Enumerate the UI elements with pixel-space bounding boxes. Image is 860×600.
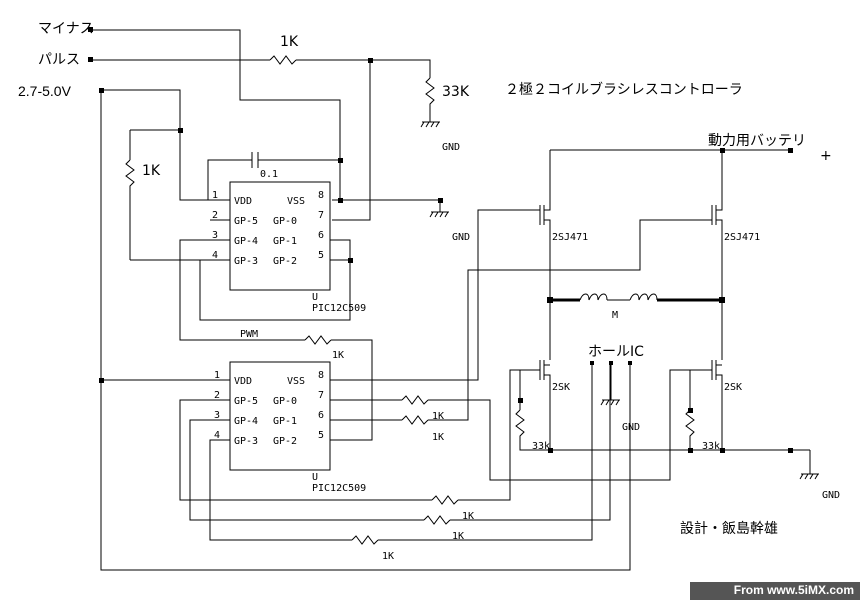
svg-text:GP-4: GP-4 [234,416,258,427]
terminal-pulse: パルス [38,51,93,67]
svg-text:4: 4 [214,430,220,441]
resistor-top-1k [269,55,297,65]
resistor-gate-2 [401,415,429,425]
label-r-fb-2: 1K [452,531,464,542]
label-hall: ホールIC [588,344,644,360]
mosfet-n-right: 2SK [690,350,742,450]
svg-text:GP-3: GP-3 [234,256,258,267]
svg-text:GP-2: GP-2 [273,436,297,447]
svg-text:3: 3 [212,230,218,241]
svg-text:6: 6 [318,410,324,421]
mosfet-n-left: 2SK [530,350,570,450]
label-r-fb-3: 1K [382,551,394,562]
hall-ic: ホールIC GND [588,344,644,433]
label-plus: + [820,148,832,164]
svg-text:GP-2: GP-2 [273,256,297,267]
svg-text:8: 8 [318,190,324,201]
label-gnd-mid: GND [452,232,470,243]
svg-text:5: 5 [318,430,324,441]
motor-coil [579,293,658,301]
resistor-fb-3 [351,535,379,545]
svg-text:7: 7 [318,390,324,401]
resistor-pulldown-right [685,409,695,450]
svg-text:7: 7 [318,210,324,221]
label-mosfet-n-right: 2SK [724,382,742,393]
mosfet-p-right: 2SJ471 [700,150,760,300]
resistor-33k [425,77,435,122]
svg-text:VSS: VSS [287,196,305,207]
pic-chip-1: VDD GP-5 GP-4 GP-3 VSS GP-0 GP-1 GP-2 1 … [210,181,366,314]
svg-text:1: 1 [214,370,220,381]
diagram-title: ２極２コイルブラシレスコントローラ [505,81,743,98]
label-minus: マイナス [38,20,94,36]
chip1-name: PIC12C509 [312,303,366,314]
svg-text:GP-0: GP-0 [273,216,297,227]
label-battery: 動力用バッテリ [708,133,806,149]
label-pulse: パルス [38,51,80,67]
svg-text:GP-4: GP-4 [234,236,258,247]
svg-text:1: 1 [212,190,218,201]
label-gnd-hall: GND [622,422,640,433]
label-r-gate-1: 1K [432,411,444,422]
resistor-fb-1 [431,495,459,505]
source-footer: From www.5iMX.com [690,582,860,600]
label-pwm: PWM [240,329,258,340]
resistor-pulldown-left [515,409,790,451]
svg-text:6: 6 [318,230,324,241]
mosfet-p-left: 2SJ471 [530,150,588,260]
label-gnd-right: GND [822,490,840,501]
svg-text:GP-3: GP-3 [234,436,258,447]
chip2-name: PIC12C509 [312,483,366,494]
pic-chip-2: VDD GP-5 GP-4 GP-3 VSS GP-0 GP-1 GP-2 1 … [214,361,366,494]
svg-text:2: 2 [214,390,220,401]
svg-text:3: 3 [214,410,220,421]
designer-credit: 設計・飯島幹雄 [680,520,778,537]
label-33k-right: 33k [702,441,720,452]
label-r-left: 1K [142,163,161,179]
label-mosfet-n-left: 2SK [552,382,570,393]
svg-text:GP-1: GP-1 [273,236,297,247]
label-33k-left: 33k [532,441,550,452]
svg-text:VSS: VSS [287,376,305,387]
svg-text:4: 4 [212,250,218,261]
chip1-sub: U [312,292,318,303]
source-text: From www.5iMX.com [733,583,854,597]
resistor-pwm [304,335,332,345]
svg-text:GP-1: GP-1 [273,416,297,427]
label-r-pwm: 1K [332,350,344,361]
label-motor: M [612,310,618,321]
svg-text:5: 5 [318,250,324,261]
svg-text:GP-5: GP-5 [234,396,258,407]
label-r-33k: 33K [442,84,470,100]
terminal-minus: マイナス [38,20,94,36]
label-r-top: 1K [280,34,299,50]
svg-text:8: 8 [318,370,324,381]
label-cap: 0.1 [260,169,278,180]
svg-text:GP-5: GP-5 [234,216,258,227]
svg-text:2: 2 [212,210,218,221]
ground-symbol-top [420,121,440,128]
svg-text:VDD: VDD [234,376,252,387]
label-r-fb-1: 1K [462,511,474,522]
terminal-supply: 2.7-5.0V [18,83,104,99]
label-gnd-top: GND [442,142,460,153]
label-mosfet-p-left: 2SJ471 [552,232,588,243]
resistor-left-1k [125,159,135,260]
chip2-sub: U [312,472,318,483]
resistor-fb-2 [423,515,451,525]
svg-text:VDD: VDD [234,196,252,207]
resistor-gate-1 [401,395,429,405]
svg-text:GP-0: GP-0 [273,396,297,407]
label-supply: 2.7-5.0V [18,83,72,99]
label-r-gate-2: 1K [432,432,444,443]
label-mosfet-p-right: 2SJ471 [724,232,760,243]
